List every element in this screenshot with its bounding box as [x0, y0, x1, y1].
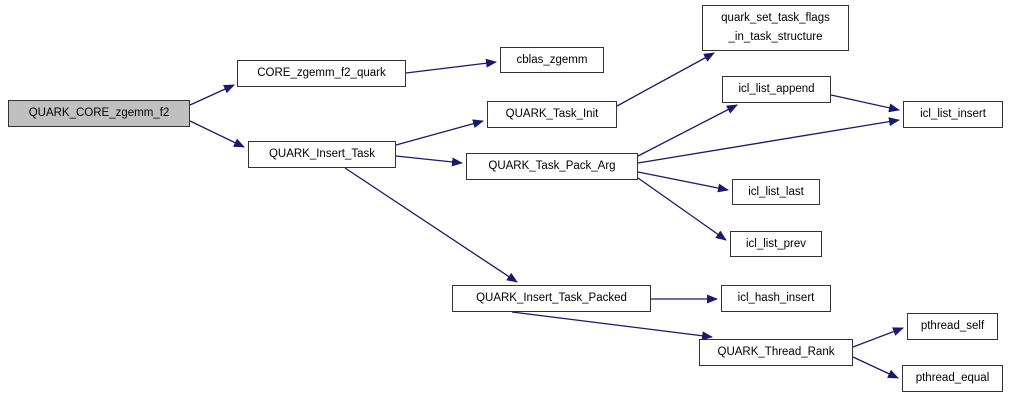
node-pthread-self[interactable]: pthread_self: [907, 313, 998, 340]
edge-quark-insert-task-to-quark-insert-task-packed: [344, 167, 518, 283]
node-icl-list-append[interactable]: icl_list_append: [722, 76, 831, 103]
edge-quark-thread-rank-to-pthread-equal: [852, 356, 899, 379]
edge-quark-task-init-to-quark-set-task-flags: [616, 52, 715, 107]
node-quark-core-zgemm-f2: QUARK_CORE_zgemm_f2: [8, 100, 190, 127]
edge-root-to-quark-insert-task: [189, 120, 245, 148]
node-icl-list-insert[interactable]: icl_list_insert: [903, 101, 1003, 128]
node-quark-set-task-flags-in-task-structure[interactable]: quark_set_task_flags _in_task_structure: [702, 5, 849, 51]
edge-quark-thread-rank-to-pthread-self: [852, 327, 904, 348]
node-icl-list-prev[interactable]: icl_list_prev: [730, 231, 822, 257]
edge-quark-task-pack-arg-to-icl-list-last: [637, 171, 729, 193]
edge-quark-insert-task-to-quark-task-pack-arg: [395, 155, 463, 167]
edge-root-to-core-zgemm-f2-quark: [189, 84, 235, 106]
node-icl-hash-insert[interactable]: icl_hash_insert: [721, 285, 831, 312]
edge-icl-list-append-to-icl-list-insert: [830, 94, 900, 113]
node-quark-task-init[interactable]: QUARK_Task_Init: [487, 101, 617, 128]
node-quark-thread-rank[interactable]: QUARK_Thread_Rank: [699, 339, 853, 366]
edge-core-zgemm-f2-quark-to-cblas-zgemm: [405, 58, 497, 74]
edge-quark-task-pack-arg-to-icl-list-append: [637, 104, 738, 157]
node-quark-task-pack-arg[interactable]: QUARK_Task_Pack_Arg: [466, 153, 638, 180]
edge-quark-insert-task-to-quark-task-init: [395, 119, 484, 146]
node-cblas-zgemm[interactable]: cblas_zgemm: [500, 47, 604, 73]
node-core-zgemm-f2-quark[interactable]: CORE_zgemm_f2_quark: [237, 60, 406, 87]
node-quark-insert-task[interactable]: QUARK_Insert_Task: [248, 141, 396, 168]
edge-quark-task-pack-arg-to-icl-list-prev: [637, 177, 727, 241]
node-icl-list-last[interactable]: icl_list_last: [732, 179, 820, 205]
edge-quark-task-pack-arg-to-icl-list-insert: [637, 117, 900, 164]
node-pthread-equal[interactable]: pthread_equal: [902, 365, 1003, 392]
node-quark-insert-task-packed[interactable]: QUARK_Insert_Task_Packed: [452, 285, 651, 312]
edge-quark-insert-task-packed-to-quark-thread-rank: [511, 311, 713, 341]
